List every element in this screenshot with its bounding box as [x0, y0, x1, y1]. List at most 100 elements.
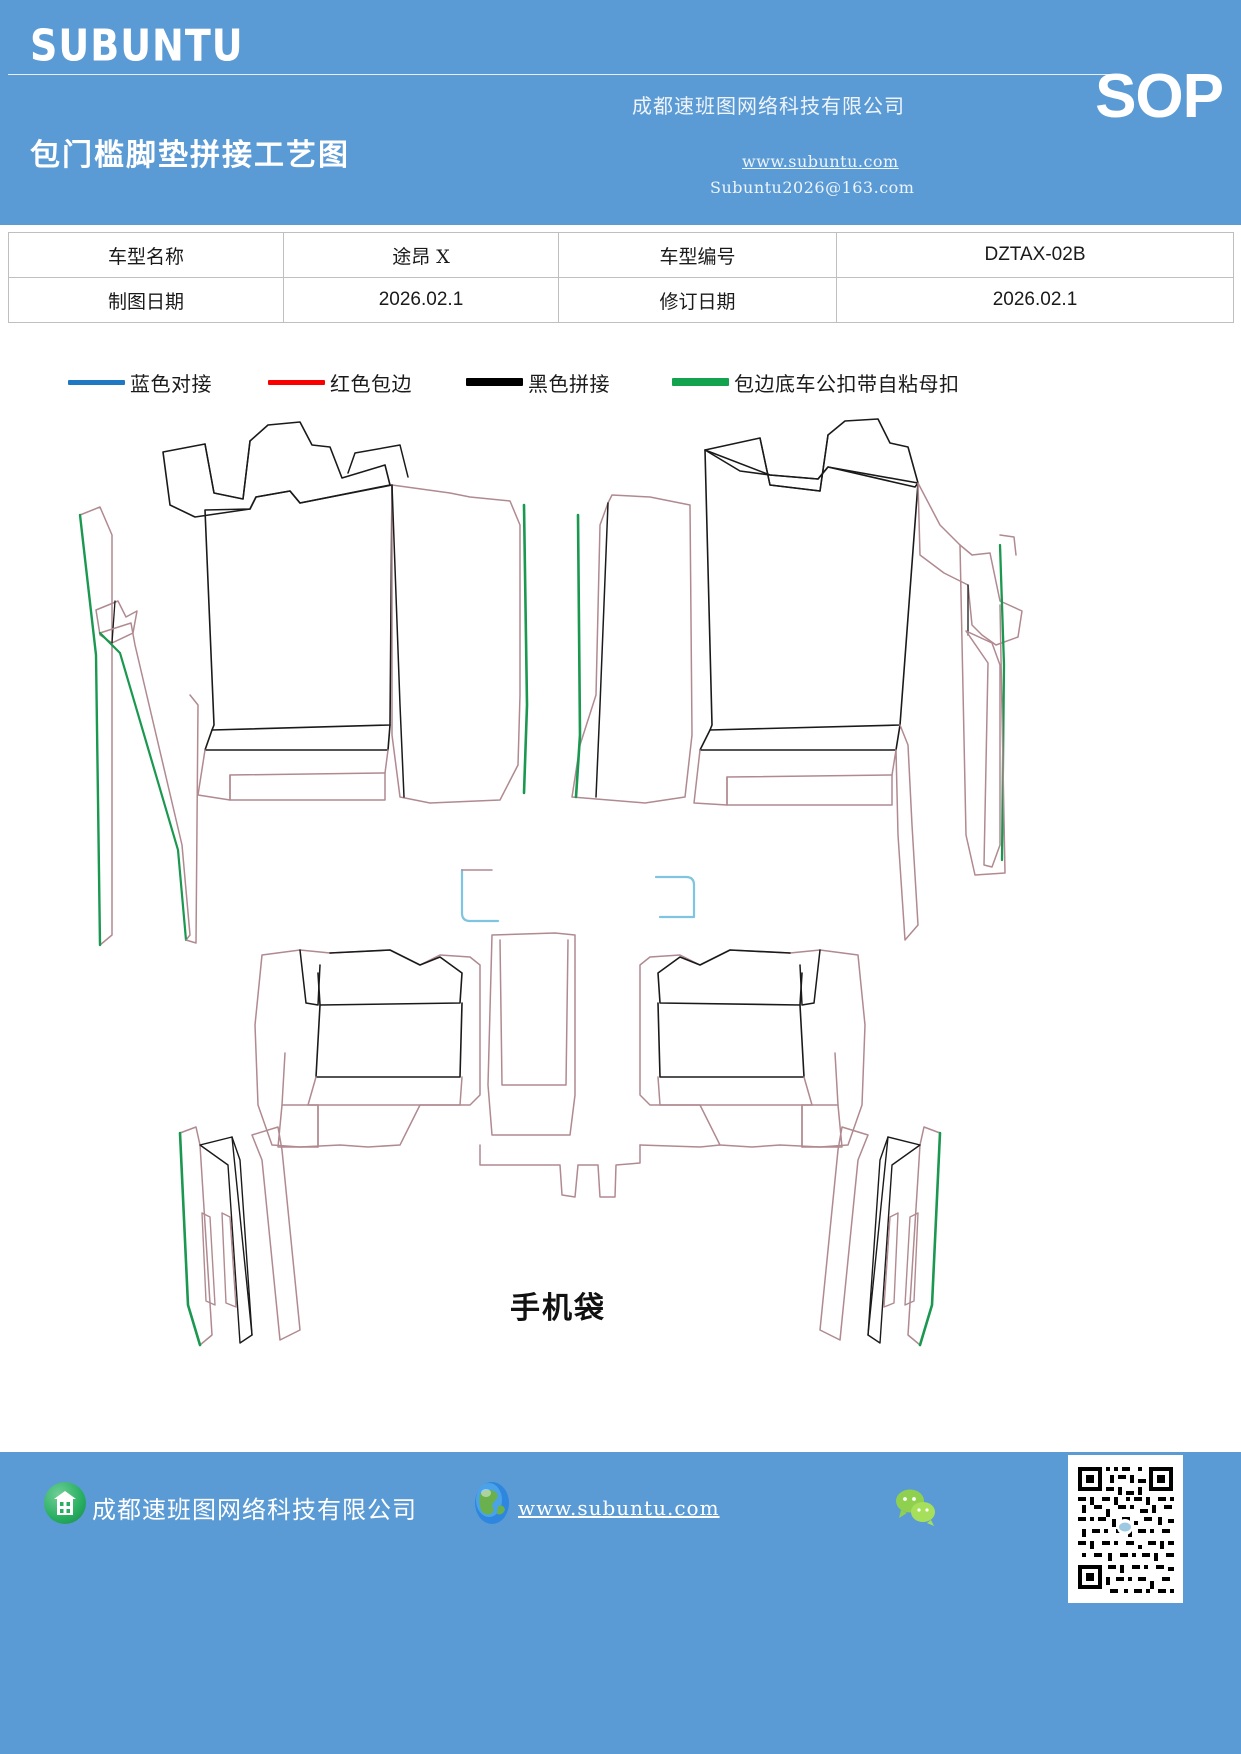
part-outline-rear-left-body: [315, 1002, 463, 1078]
part-outline-rear-right-tongue: [801, 1076, 813, 1148]
footer-company-name: 成都速班图网络科技有限公司: [92, 1496, 417, 1524]
page-footer: [0, 1452, 1241, 1754]
part-fold-line: [204, 440, 251, 500]
part-edge-green: [98, 631, 188, 942]
brand-logo: SUBUNTU: [30, 20, 244, 71]
globe-icon: [470, 1480, 514, 1526]
doc-type-badge: SOP: [1095, 62, 1224, 131]
value-revision-date: 2026.02.1: [836, 277, 1234, 323]
header-divider: [8, 74, 1118, 75]
part-outline-lower-left-slot: [201, 1212, 216, 1306]
part-outline-driver-mat-top: [204, 484, 393, 731]
legend-label: 蓝色对接: [130, 371, 212, 396]
part-outline-lower-left-strip2: [199, 1136, 253, 1344]
part-outline-left-long-strip: [99, 622, 191, 941]
legend-item-red-edging: 红色包边: [268, 362, 412, 402]
phone-pocket-label: 手机袋: [510, 1291, 606, 1326]
part-outline-rear-left-inner: [317, 949, 463, 1006]
part-edge-green-lower-right: [918, 1131, 942, 1347]
part-outline-passenger-mat-top: [704, 449, 919, 731]
label-model-code: 车型编号: [558, 232, 837, 278]
part-fold-line: [391, 484, 405, 798]
part-outline-rear-left-mat: [254, 949, 481, 1148]
part-outline-passenger-mat-mid: [699, 724, 901, 751]
house-icon: [44, 1482, 86, 1524]
part-outline-rear-left-foot: [277, 1104, 319, 1148]
legend-swatch-red: [268, 379, 325, 385]
vehicle-info-table: 车型名称 途昂 X 车型编号 DZTAX-02B 制图日期 2026.02.1 …: [8, 232, 1234, 323]
part-outline-passenger-mat-lower: [693, 749, 897, 806]
legend-item-blue-butt-joint: 蓝色对接: [68, 362, 212, 402]
legend-swatch-green: [672, 378, 729, 386]
part-outline-driver-mat-lower: [197, 749, 389, 801]
part-edge-green-right-sill: [998, 543, 1006, 862]
part-fold-line: [867, 1136, 889, 1336]
part-outline-front-right-upper: [704, 418, 919, 492]
part-outline-rear-right-strip: [657, 1052, 839, 1106]
label-model-name: 车型名称: [8, 232, 284, 278]
part-outline-lower-right-strip3: [819, 1126, 869, 1341]
legend-item-black-splice: 黑色拼接: [466, 362, 610, 402]
part-outline-right-long-strip: [965, 630, 1001, 868]
mat-pattern-svg: [78, 418, 1023, 1347]
part-fold-line: [759, 434, 829, 492]
part-outline-passenger-mat-pocket: [726, 774, 893, 806]
header-company-name: 成都速班图网络科技有限公司: [632, 94, 905, 118]
legend: 蓝色对接 红色包边 黑色拼接 包边底车公扣带自粘母扣: [0, 362, 1241, 402]
part-outline-right-cap: [999, 534, 1017, 556]
header-website-link[interactable]: www.subuntu.com: [742, 152, 899, 171]
part-outline-rear-right-mat: [639, 949, 866, 1148]
part-phone-pocket-left: [460, 868, 500, 923]
part-phone-pocket-right: [654, 875, 696, 919]
part-outline-rear-link-right: [639, 1144, 721, 1148]
label-revision-date: 修订日期: [558, 277, 837, 323]
part-outline-right-flap: [917, 482, 1023, 646]
part-outline-right-mat-ext: [895, 724, 919, 941]
part-outline-rear-right-foot: [801, 1104, 843, 1148]
part-outline-driver-mat-mid: [204, 724, 391, 751]
part-outline-lower-right-slot: [904, 1212, 919, 1306]
legend-item-green-fastener: 包边底车公扣带自粘母扣: [672, 362, 960, 402]
part-outline-lower-right-strip2: [867, 1136, 921, 1344]
part-outline-rear-right-inner: [657, 949, 803, 1006]
part-outline-lower-left-slot2: [221, 1212, 237, 1308]
part-fold-line: [595, 502, 609, 798]
footer-website-link[interactable]: www.subuntu.com: [518, 1496, 720, 1520]
part-edge-green-left-sill: [78, 513, 102, 947]
part-outline-lower-left-strip3: [251, 1126, 301, 1341]
qr-code[interactable]: [1068, 1455, 1183, 1603]
part-edge-green-lower-left: [178, 1131, 202, 1347]
wechat-icon: [895, 1488, 939, 1526]
legend-label: 红色包边: [330, 371, 412, 396]
part-outline-rear-left-tongue: [307, 1076, 319, 1148]
table-row: 车型名称 途昂 X 车型编号 DZTAX-02B: [8, 232, 1234, 278]
part-outline-small-notch: [347, 444, 409, 478]
legend-swatch-blue: [68, 379, 125, 385]
value-model-name: 途昂 X: [283, 232, 559, 278]
part-outline-passenger-side-panel: [571, 494, 693, 804]
value-model-code: DZTAX-02B: [836, 232, 1234, 278]
part-outline-rear-right-body: [657, 1002, 805, 1078]
qr-code-image: [1074, 1461, 1177, 1597]
legend-label: 包边底车公扣带自粘母扣: [734, 371, 960, 396]
part-outline-front-left-upper: [162, 421, 391, 518]
header-email: Subuntu2026@163.com: [710, 178, 915, 197]
part-fold-line: [299, 949, 321, 1006]
part-edge-green-center-right: [574, 513, 582, 799]
table-row: 制图日期 2026.02.1 修订日期 2026.02.1: [8, 277, 1234, 323]
part-outline-rear-center-strip: [479, 1144, 641, 1198]
part-outline-driver-mat-pocket: [229, 772, 386, 801]
technical-drawing: 手机袋: [0, 405, 1241, 1425]
part-fold-line: [231, 1136, 253, 1336]
part-fold-line: [111, 600, 116, 644]
part-outline-rear-left-strip: [281, 1052, 463, 1106]
part-outline-lower-right-slot2: [883, 1212, 899, 1308]
part-edge-green-center-left: [522, 503, 529, 795]
label-draw-date: 制图日期: [8, 277, 284, 323]
part-outline-rear-center-inner: [499, 939, 569, 1086]
value-draw-date: 2026.02.1: [283, 277, 559, 323]
part-outline-rear-center-panel: [487, 932, 576, 1136]
page-title: 包门槛脚垫拼接工艺图: [30, 138, 350, 173]
legend-swatch-black: [466, 378, 523, 386]
part-outline-driver-side-panel: [391, 484, 521, 804]
